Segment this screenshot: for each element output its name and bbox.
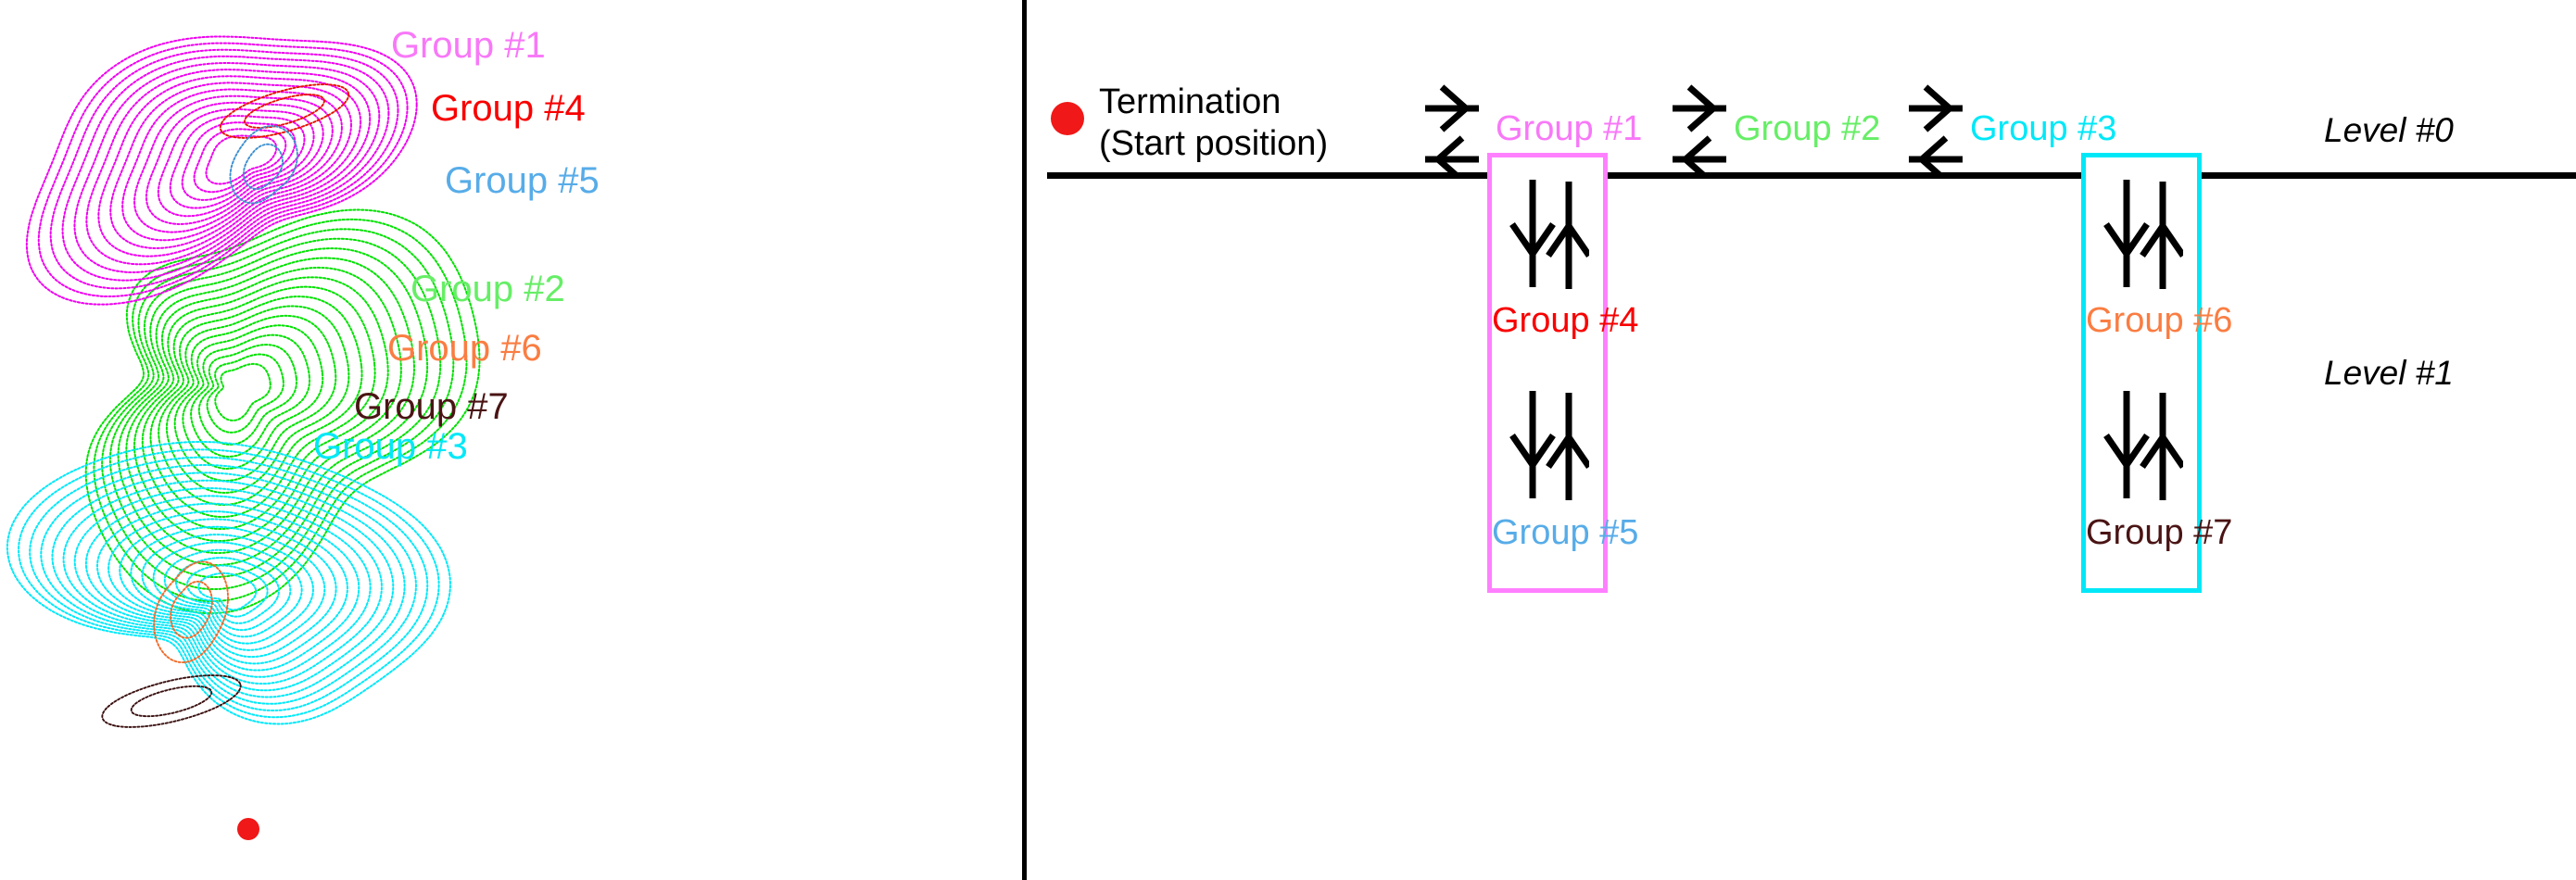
termination-line-2: (Start position) [1099, 124, 1329, 163]
contour-ring [49, 48, 399, 290]
horizontal-arrow-pair-icon-2 [1673, 84, 1726, 175]
contour-ring [109, 82, 352, 249]
contour-ring [25, 35, 418, 306]
contour-ring [108, 237, 442, 579]
contour-ring [229, 125, 298, 205]
contour-ring [197, 344, 297, 446]
level-0-tag: Level #0 [2324, 111, 2454, 149]
legend-group1: Group #1 [1496, 109, 1643, 148]
contour-ring [84, 495, 372, 678]
contour-ring [29, 456, 429, 711]
contour-ring [186, 564, 269, 618]
vertical-arrow-pair-icon-g5 [1509, 391, 1589, 500]
termination-caption: Termination (Start position) [1099, 82, 1328, 165]
contour-ring [73, 487, 383, 685]
contour-ring [163, 548, 292, 632]
contour-ring [145, 101, 324, 225]
horizontal-arrow-pair-icon-3 [1909, 84, 1963, 175]
contour-ring [51, 471, 406, 698]
contour-ring [130, 685, 213, 718]
termination-start-marker [237, 818, 259, 840]
hierarchy-panel: Termination (Start position) Group #1 Gr… [1025, 0, 2576, 880]
contour-ring [214, 362, 271, 421]
contour-ring [121, 88, 343, 242]
contour-ring [153, 560, 229, 663]
contour-ring [125, 257, 415, 555]
contour-map-panel: Group #1 Group #4 Group #5 Group #2 Grou… [0, 0, 1024, 880]
contour-ring [97, 75, 362, 258]
level1-label-group6: Group #6 [2086, 301, 2233, 340]
contour-ring [141, 534, 314, 645]
contour-ring [40, 464, 417, 705]
contour-ring [133, 266, 402, 543]
contour-ring [181, 121, 297, 201]
level1-label-group5: Group #5 [1492, 513, 1639, 552]
contour-ring [197, 572, 258, 611]
contour-label-group3: Group #3 [313, 426, 468, 467]
contour-label-group1: Group #1 [391, 25, 546, 66]
contour-ring [165, 305, 350, 494]
contour-ring [243, 143, 284, 191]
contour-ring [117, 247, 429, 567]
panel-divider [1022, 0, 1027, 880]
contour-ring [101, 228, 455, 591]
vertical-arrow-pair-icon-g6 [2103, 180, 2183, 289]
contour-ring [37, 42, 409, 298]
level1-label-group7: Group #7 [2086, 513, 2233, 552]
contour-label-group6: Group #6 [387, 328, 542, 369]
contour-ring [101, 674, 242, 728]
termination-line-1: Termination [1099, 82, 1282, 121]
contour-ring [18, 448, 440, 719]
contour-ring [190, 333, 311, 458]
contour-ring [219, 83, 350, 139]
contour-ring [62, 479, 395, 692]
contour-ring [84, 208, 481, 615]
contour-ring [157, 107, 315, 218]
contour-ring [119, 518, 337, 659]
contour-ring [244, 94, 325, 129]
level1-box-right: Group #6 Group #7 [2081, 153, 2233, 593]
contour-ring [169, 115, 306, 209]
contour-label-group2: Group #2 [410, 269, 565, 309]
contour-ring [6, 441, 451, 725]
contour-ring [73, 62, 381, 273]
contour-ring [95, 502, 360, 672]
vertical-arrow-pair-icon-g4 [1509, 180, 1589, 289]
contour-ring [141, 276, 389, 530]
contour-ring [205, 134, 278, 185]
contour-label-group4: Group #4 [431, 88, 586, 129]
level-separator-rule [1047, 172, 2576, 179]
vertical-arrow-pair-icon-g7 [2103, 391, 2183, 500]
contour-plot [6, 35, 481, 728]
contour-ring [182, 324, 324, 470]
contour-ring [152, 541, 303, 638]
contour-ring [107, 510, 348, 665]
contour-ring [174, 557, 280, 624]
level1-label-group4: Group #4 [1492, 301, 1639, 340]
contour-ring [173, 314, 337, 482]
contour-ring [61, 55, 390, 282]
contour-ring [170, 580, 213, 639]
horizontal-arrow-pair-icon-1 [1425, 84, 1479, 175]
legend-group3: Group #3 [1970, 109, 2117, 148]
contour-label-group5: Group #5 [445, 160, 600, 201]
contour-ring [158, 295, 363, 506]
contour-ring [85, 69, 372, 266]
contour-ring [130, 525, 326, 651]
termination-dot-icon [1051, 102, 1084, 135]
legend-group2: Group #2 [1734, 109, 1881, 148]
contour-ring [149, 285, 376, 518]
contour-ring [206, 353, 284, 434]
level-1-tag: Level #1 [2324, 354, 2454, 392]
level1-box-left: Group #4 Group #5 [1487, 153, 1639, 593]
contour-label-group7: Group #7 [354, 386, 509, 427]
